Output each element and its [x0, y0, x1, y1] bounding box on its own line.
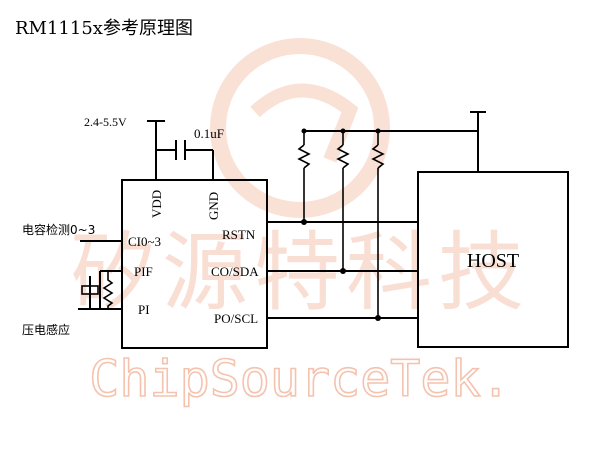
pin-ci-label: CI0~3: [128, 234, 161, 249]
pin-pi-label: PI: [138, 302, 150, 317]
pin-gnd-label: GND: [206, 192, 221, 220]
junction-sda: [340, 268, 346, 274]
pin-pif-label: PIF: [134, 264, 153, 279]
pin-rstn-label: RSTN: [222, 227, 256, 242]
capacitive-sense-label: 电容检测0~3: [22, 222, 95, 237]
pif-resistor: [102, 271, 114, 309]
pin-co-sda-label: CO/SDA: [211, 264, 259, 279]
host-box: [417, 171, 569, 348]
piezo-sense-label: 压电感应: [22, 322, 70, 337]
diagram-title: RM1115x参考原理图: [15, 18, 193, 39]
junction-rail-scl: [375, 128, 381, 134]
junction-rail-rstn: [301, 128, 307, 134]
watermark-english: ChipSourceTek.: [89, 350, 510, 408]
junction-rail-sda: [340, 128, 346, 134]
chip-body: [121, 179, 268, 349]
pin-vdd-label: VDD: [149, 190, 164, 218]
junction-rstn: [301, 219, 307, 225]
capacitor-label: 0.1uF: [194, 126, 224, 141]
watermark-logo: [210, 38, 390, 218]
piezo-element: [81, 285, 99, 295]
pin-po-scl-label: PO/SCL: [214, 311, 258, 326]
watermark-chinese: 矽源特科技: [70, 223, 530, 323]
supply-voltage-label: 2.4-5.5V: [84, 115, 127, 129]
host-label: HOST: [467, 250, 519, 272]
junction-scl: [375, 315, 381, 321]
